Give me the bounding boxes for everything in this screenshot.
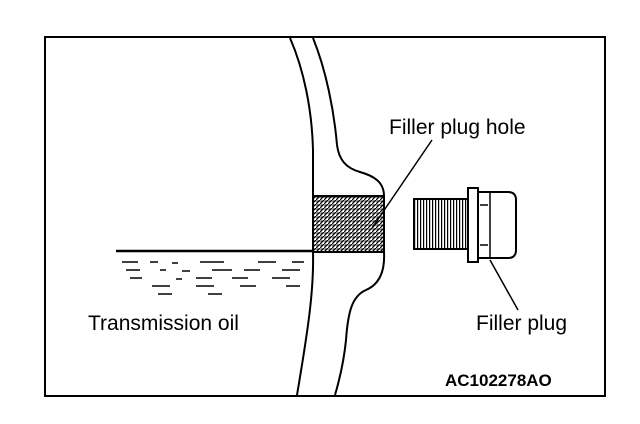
filler-hole-thread (312, 195, 385, 253)
label-transmission-oil: Transmission oil (88, 312, 239, 335)
case-wall-inner-lower (296, 251, 315, 396)
filler-plug-flange (467, 187, 479, 263)
oil-dashes (122, 261, 304, 295)
label-filler-plug-hole: Filler plug hole (389, 116, 526, 139)
figure-code: AC102278AO (445, 371, 552, 390)
case-wall-outer-lower (334, 251, 386, 396)
case-wall-inner-upper (289, 37, 314, 196)
leader-filler-plug-hole (371, 139, 433, 229)
case-wall-outer-upper (312, 37, 385, 197)
label-filler-plug: Filler plug (476, 312, 568, 335)
frame-border (44, 36, 606, 397)
leader-filler-plug (489, 259, 519, 311)
filler-plug-head (477, 191, 517, 259)
